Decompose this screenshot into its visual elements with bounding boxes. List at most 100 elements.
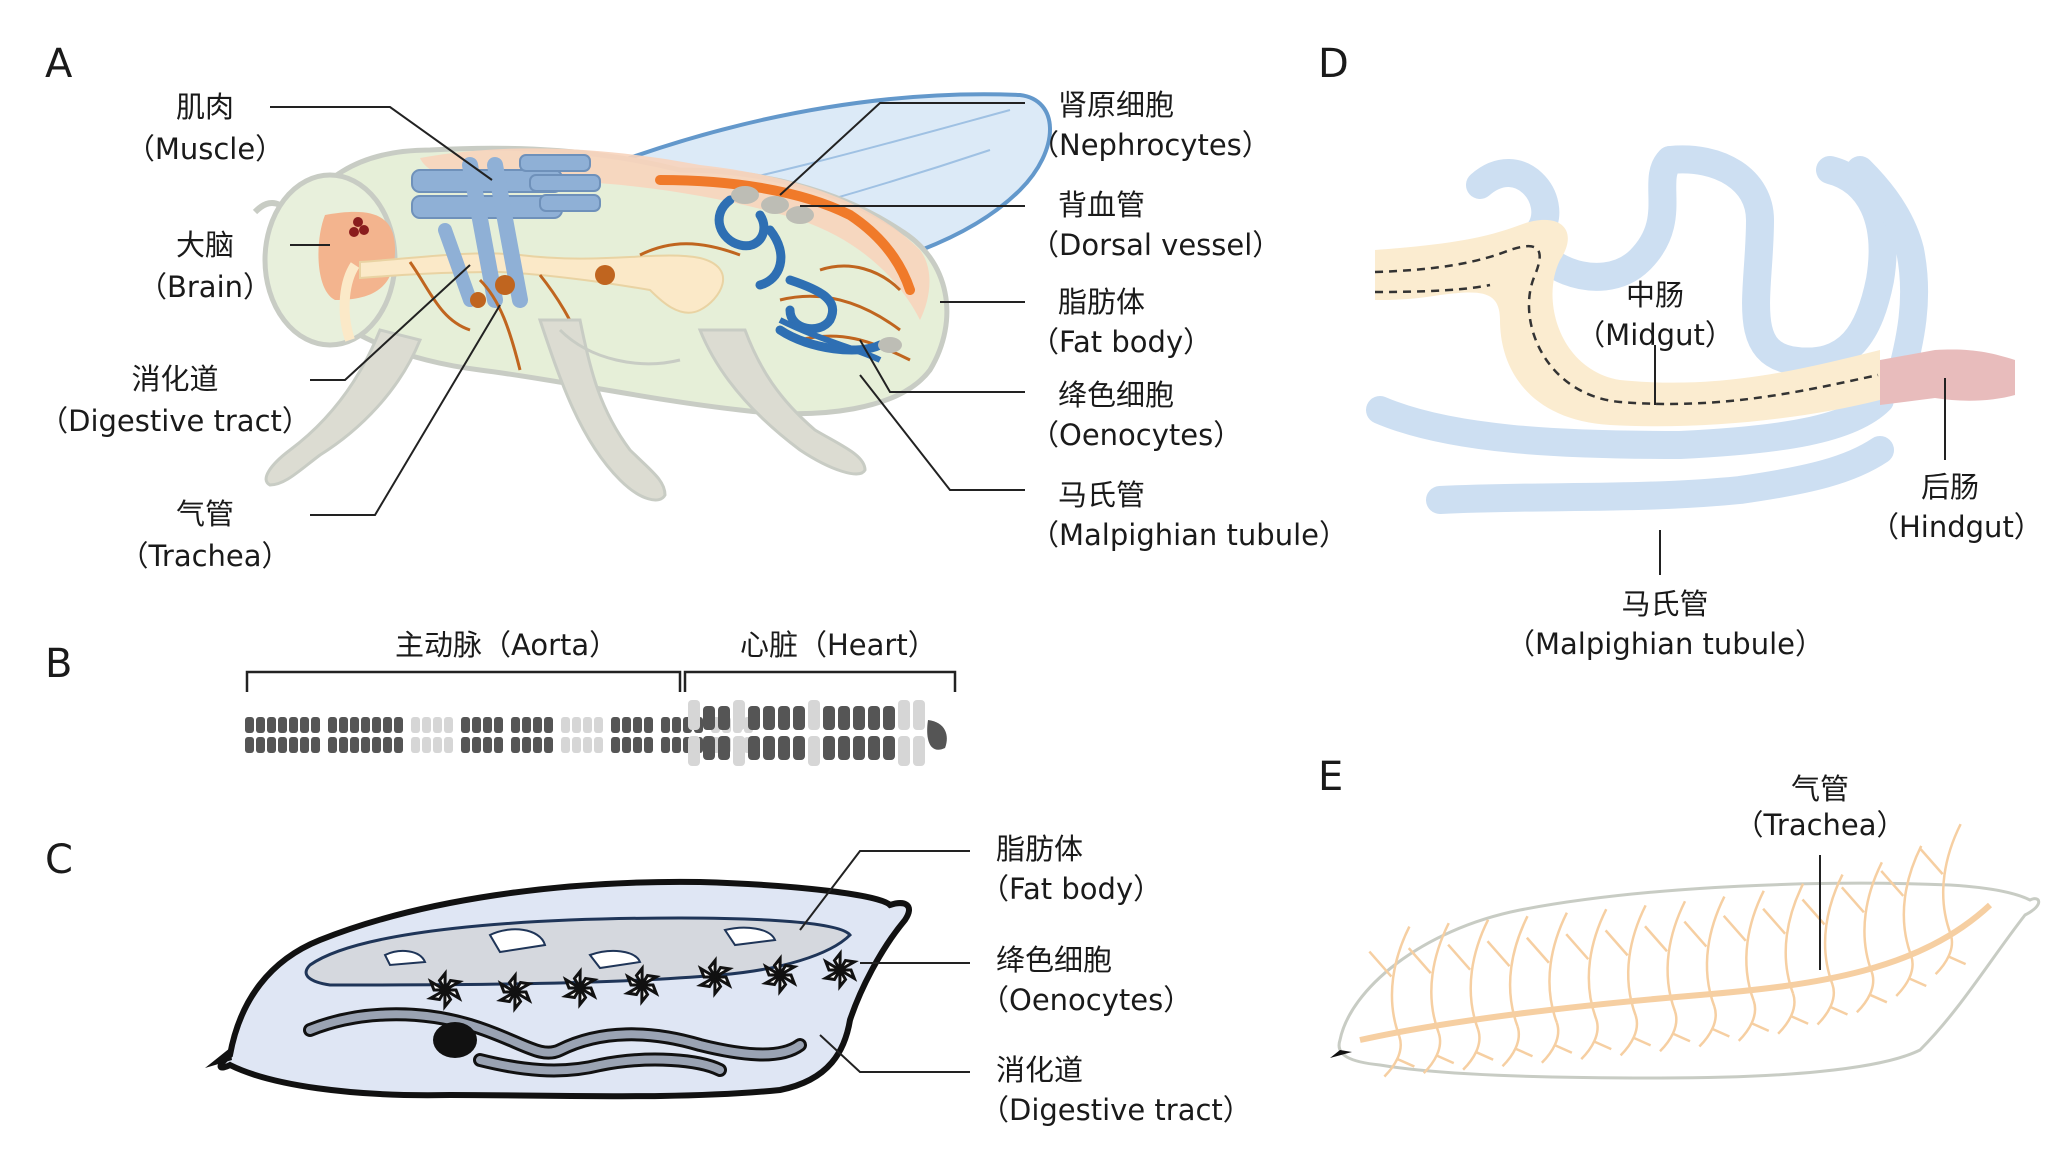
aorta-cell — [533, 737, 542, 753]
label-digestive-a-zh: 消化道 — [131, 362, 219, 396]
trachea-branch — [1486, 940, 1511, 968]
aorta-cell — [561, 717, 570, 733]
oenocyte-cell — [439, 988, 463, 1002]
heart-cell — [793, 736, 805, 760]
aorta-cell — [472, 717, 481, 733]
aorta-cell — [278, 717, 287, 733]
trachea-branch — [1722, 915, 1747, 942]
trachea-branch — [1548, 912, 1568, 1024]
aorta-cell — [433, 717, 442, 733]
aorta-cell — [494, 737, 503, 753]
oenocyte-cell — [497, 980, 521, 994]
oenocyte-cell — [822, 958, 846, 972]
label-oenocytes-c: 绛色细胞 （Oenocytes） — [980, 943, 1192, 1017]
oenocyte-cell — [772, 954, 782, 981]
label-oenocytes-c-zh: 绛色细胞 — [996, 943, 1113, 977]
aorta-cell — [444, 717, 453, 733]
hindgut-d — [1880, 349, 2015, 405]
trachea-branch — [1447, 943, 1472, 971]
aorta-cell — [522, 717, 531, 733]
aorta-cell — [300, 717, 309, 733]
heart-cell — [898, 736, 910, 766]
oenocyte-cell — [821, 965, 845, 982]
trachea-branch — [1513, 1047, 1534, 1058]
aorta-cell — [572, 737, 581, 753]
aorta-cell — [422, 717, 431, 733]
trachea-branch — [1604, 929, 1629, 957]
label-fatbody-a-en: （Fat body） — [1030, 325, 1213, 359]
heart-cell — [868, 736, 880, 760]
brain-dot — [353, 217, 363, 227]
aorta-cell — [311, 717, 320, 733]
aorta-cell — [461, 737, 470, 753]
oenocyte-cell — [636, 983, 660, 997]
trachea-branch — [1919, 848, 1944, 875]
panel-c-leaders — [799, 850, 970, 1073]
oenocyte-cell — [835, 958, 859, 975]
dorsal-vessel-cells — [245, 700, 947, 766]
trachea-branch — [1368, 950, 1393, 978]
trachea-sac — [595, 265, 615, 285]
heart-cell — [838, 706, 850, 730]
label-trachea-e-zh: 气管 — [1790, 772, 1849, 806]
fly-gut — [359, 252, 724, 314]
fatbody-hole — [383, 949, 427, 967]
label-fatbody-c-en: （Fat body） — [980, 872, 1163, 906]
nephrocytes — [714, 195, 885, 355]
aorta-cell — [289, 717, 298, 733]
fly-oenocytes — [731, 186, 902, 353]
trachea-branch — [1592, 1040, 1612, 1051]
aorta-cell — [672, 717, 681, 733]
label-trachea-a-zh: 气管 — [175, 497, 234, 531]
aorta-cell — [494, 717, 503, 733]
aorta-cell — [622, 737, 631, 753]
trachea-branch — [1823, 873, 1844, 985]
label-muscle-zh: 肌肉 — [175, 90, 234, 124]
dorsal-fat-band — [420, 148, 930, 320]
aorta-cell — [444, 737, 453, 753]
heart-cell — [913, 700, 925, 730]
fly-antenna — [252, 200, 282, 215]
label-fatbody-a: 脂肪体 （Fat body） — [1030, 285, 1212, 359]
aorta-cell — [383, 717, 392, 733]
heart-cell — [898, 700, 910, 730]
larva-c-proventriculus — [433, 1022, 477, 1058]
trachea-branch — [1430, 922, 1450, 1034]
label-malpighian-a-zh: 马氏管 — [1058, 478, 1146, 512]
oenocyte-cell — [623, 980, 647, 997]
aorta-cell — [522, 737, 531, 753]
aorta-cell — [411, 737, 420, 753]
heart-cell — [913, 736, 925, 766]
trachea-branch — [1435, 1053, 1455, 1065]
aorta-cell — [633, 737, 642, 753]
aorta-cell — [361, 737, 370, 753]
label-dorsal-en: （Dorsal vessel） — [1030, 228, 1282, 262]
heart-cell — [718, 706, 730, 730]
aorta-cell — [633, 717, 642, 733]
panel-d-leaders — [1654, 345, 1946, 575]
trachea-branch — [1941, 823, 1962, 935]
label-digestive-c-zh: 消化道 — [996, 1053, 1084, 1087]
heart-cell — [808, 736, 820, 766]
larva-e-branches — [1368, 823, 1967, 1078]
fly-tracheae — [408, 242, 911, 371]
aorta-cell — [339, 737, 348, 753]
label-trachea-e: 气管 （Trachea） — [1730, 772, 1910, 842]
aorta-cell — [328, 737, 337, 753]
aorta-cell — [461, 717, 470, 733]
trachea-branch — [1683, 920, 1708, 948]
trachea-branch — [1710, 1027, 1730, 1038]
midgut-d-dashes — [1374, 283, 1491, 294]
label-brain-zh: 大脑 — [175, 228, 234, 262]
oenocyte-cell — [761, 970, 785, 987]
aorta-cell — [245, 717, 254, 733]
aorta-cell — [483, 737, 492, 753]
aorta-cell — [350, 717, 359, 733]
trachea-branch — [1880, 870, 1905, 897]
oenocyte-cell — [834, 968, 858, 982]
trachea-branch — [1828, 1005, 1849, 1016]
heart-cell — [883, 706, 895, 730]
larva-c-oenocytes — [426, 949, 859, 1013]
panel-letter-c: C — [45, 837, 73, 883]
label-malpighian-a: 马氏管 （Malpighian tubule） — [1030, 478, 1348, 552]
